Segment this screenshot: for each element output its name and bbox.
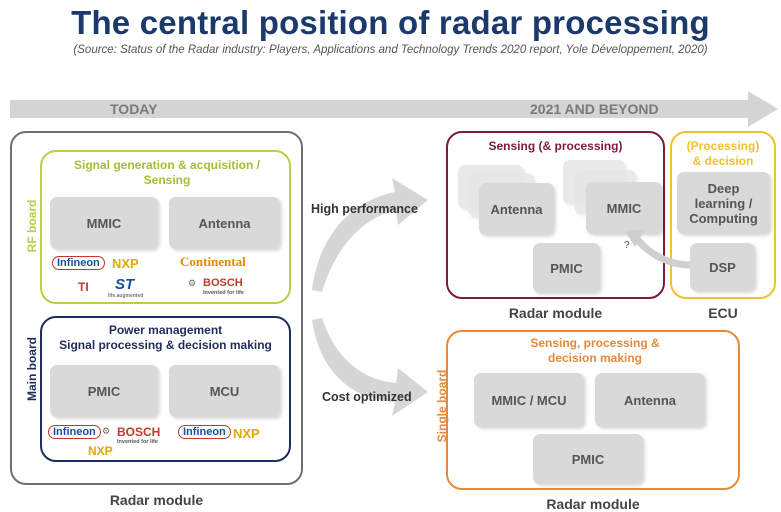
timeline-today-label: TODAY <box>110 101 158 117</box>
high-performance-arrow <box>312 178 428 292</box>
rf-board-title: Signal generation & acquisition / Sensin… <box>73 158 261 187</box>
infineon-logo: Infineon <box>52 256 105 270</box>
infineon-logo-main: Infineon <box>48 425 101 439</box>
sensing-mmic-block: MMIC <box>586 182 662 234</box>
rf-mmic-block: MMIC <box>50 197 158 249</box>
today-radar-module-caption: Radar module <box>109 492 204 508</box>
transition-arrows <box>312 178 428 416</box>
bosch-tagline: Invented for life <box>203 290 244 296</box>
sensing-pmic-block: PMIC <box>533 243 600 293</box>
main-board-title-line1: Power management <box>108 323 223 337</box>
main-board-label: Main board <box>25 337 39 402</box>
single-antenna-block: Antenna <box>595 373 705 427</box>
high-performance-label: High performance <box>311 202 418 216</box>
ecu-title-line2: & decision <box>692 154 754 168</box>
bosch-logo-main: BOSCH <box>117 425 161 439</box>
single-pmic-block: PMIC <box>533 434 643 484</box>
rf-board-label: RF board <box>25 199 39 253</box>
infineon-logo-main-2: Infineon <box>178 425 231 439</box>
dsp-block: DSP <box>690 243 755 291</box>
sensing-module-title: Sensing (& processing) <box>488 139 623 153</box>
main-board <box>40 316 291 462</box>
timeline-arrow <box>10 91 778 127</box>
bosch-circle-icon: ⚙ <box>188 278 197 288</box>
source-subtitle: (Source: Status of the Radar industry: P… <box>73 44 708 56</box>
question-mark: ? <box>624 240 630 251</box>
single-board-title-line2: decision making <box>547 351 643 365</box>
main-pmic-block: PMIC <box>50 365 158 417</box>
single-board <box>446 330 740 490</box>
deep-learning-block: Deep learning / Computing <box>677 172 770 234</box>
cost-optimized-arrow <box>312 318 428 416</box>
timeline-future-label: 2021 AND BEYOND <box>530 101 659 117</box>
st-tagline: life.augmented <box>108 293 144 299</box>
sensing-module <box>446 131 665 299</box>
main-mcu-block: MCU <box>169 365 280 417</box>
single-board-title-line1: Sensing, processing & <box>530 336 660 350</box>
dsp-to-mmic-arrow <box>625 229 691 269</box>
main-board-title-line2: Signal processing & decision making <box>59 338 272 352</box>
bosch-logo: BOSCH <box>203 277 243 289</box>
ti-logo: TI <box>78 280 89 294</box>
nxp-logo-main-2: NXP <box>233 426 260 441</box>
bosch-tagline-main: Invented for life <box>117 439 158 445</box>
st-logo: ST <box>115 276 135 293</box>
ecu-title-line1: (Processing) <box>686 139 760 153</box>
sensing-antenna-block: Antenna <box>479 183 554 235</box>
future-radar-module-caption: Radar module <box>508 305 603 321</box>
nxp-logo-main: NXP <box>88 444 113 458</box>
nxp-logo: NXP <box>112 256 139 271</box>
rf-board <box>40 150 291 304</box>
rf-antenna-block: Antenna <box>169 197 280 249</box>
ecu-caption: ECU <box>708 305 738 321</box>
single-radar-module-caption: Radar module <box>546 496 640 512</box>
cost-optimized-label: Cost optimized <box>322 390 412 404</box>
page-title: The central position of radar processing <box>71 4 710 41</box>
single-board-label: Single board <box>435 369 449 443</box>
today-radar-module <box>10 131 303 485</box>
continental-logo: Continental <box>180 254 246 269</box>
single-mmic-mcu-block: MMIC / MCU <box>474 373 584 427</box>
ecu-box <box>670 131 776 299</box>
bosch-circle-icon-main: ⚙ <box>102 426 111 436</box>
